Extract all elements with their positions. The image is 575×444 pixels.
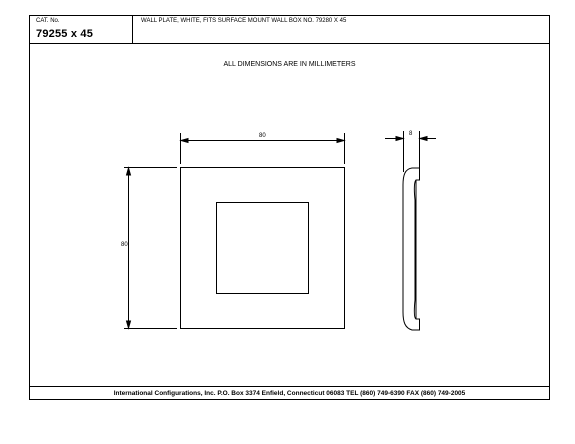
cat-number: 79255 x 45 xyxy=(36,28,94,40)
footer-rule xyxy=(30,386,549,387)
depth-label: 8 xyxy=(409,131,413,137)
company-footer: International Configurations, Inc. P.O. … xyxy=(113,390,466,397)
cat-label: CAT. No. xyxy=(36,18,60,24)
width-label: 80 xyxy=(259,133,266,139)
plate-opening xyxy=(216,202,309,294)
side-profile xyxy=(402,167,420,331)
depth-dimension xyxy=(385,131,436,172)
height-dimension xyxy=(124,166,177,330)
width-dimension xyxy=(179,133,346,164)
units-note: ALL DIMENSIONS ARE IN MILLIMETERS xyxy=(223,61,356,68)
part-description: WALL PLATE, WHITE, FITS SURFACE MOUNT WA… xyxy=(141,18,347,24)
drawing-frame: CAT. No. 79255 x 45 WALL PLATE, WHITE, F… xyxy=(29,15,550,400)
plate-outline xyxy=(180,167,345,329)
header-rule xyxy=(30,43,549,44)
height-label: 80 xyxy=(121,242,128,248)
header-divider xyxy=(132,16,133,43)
